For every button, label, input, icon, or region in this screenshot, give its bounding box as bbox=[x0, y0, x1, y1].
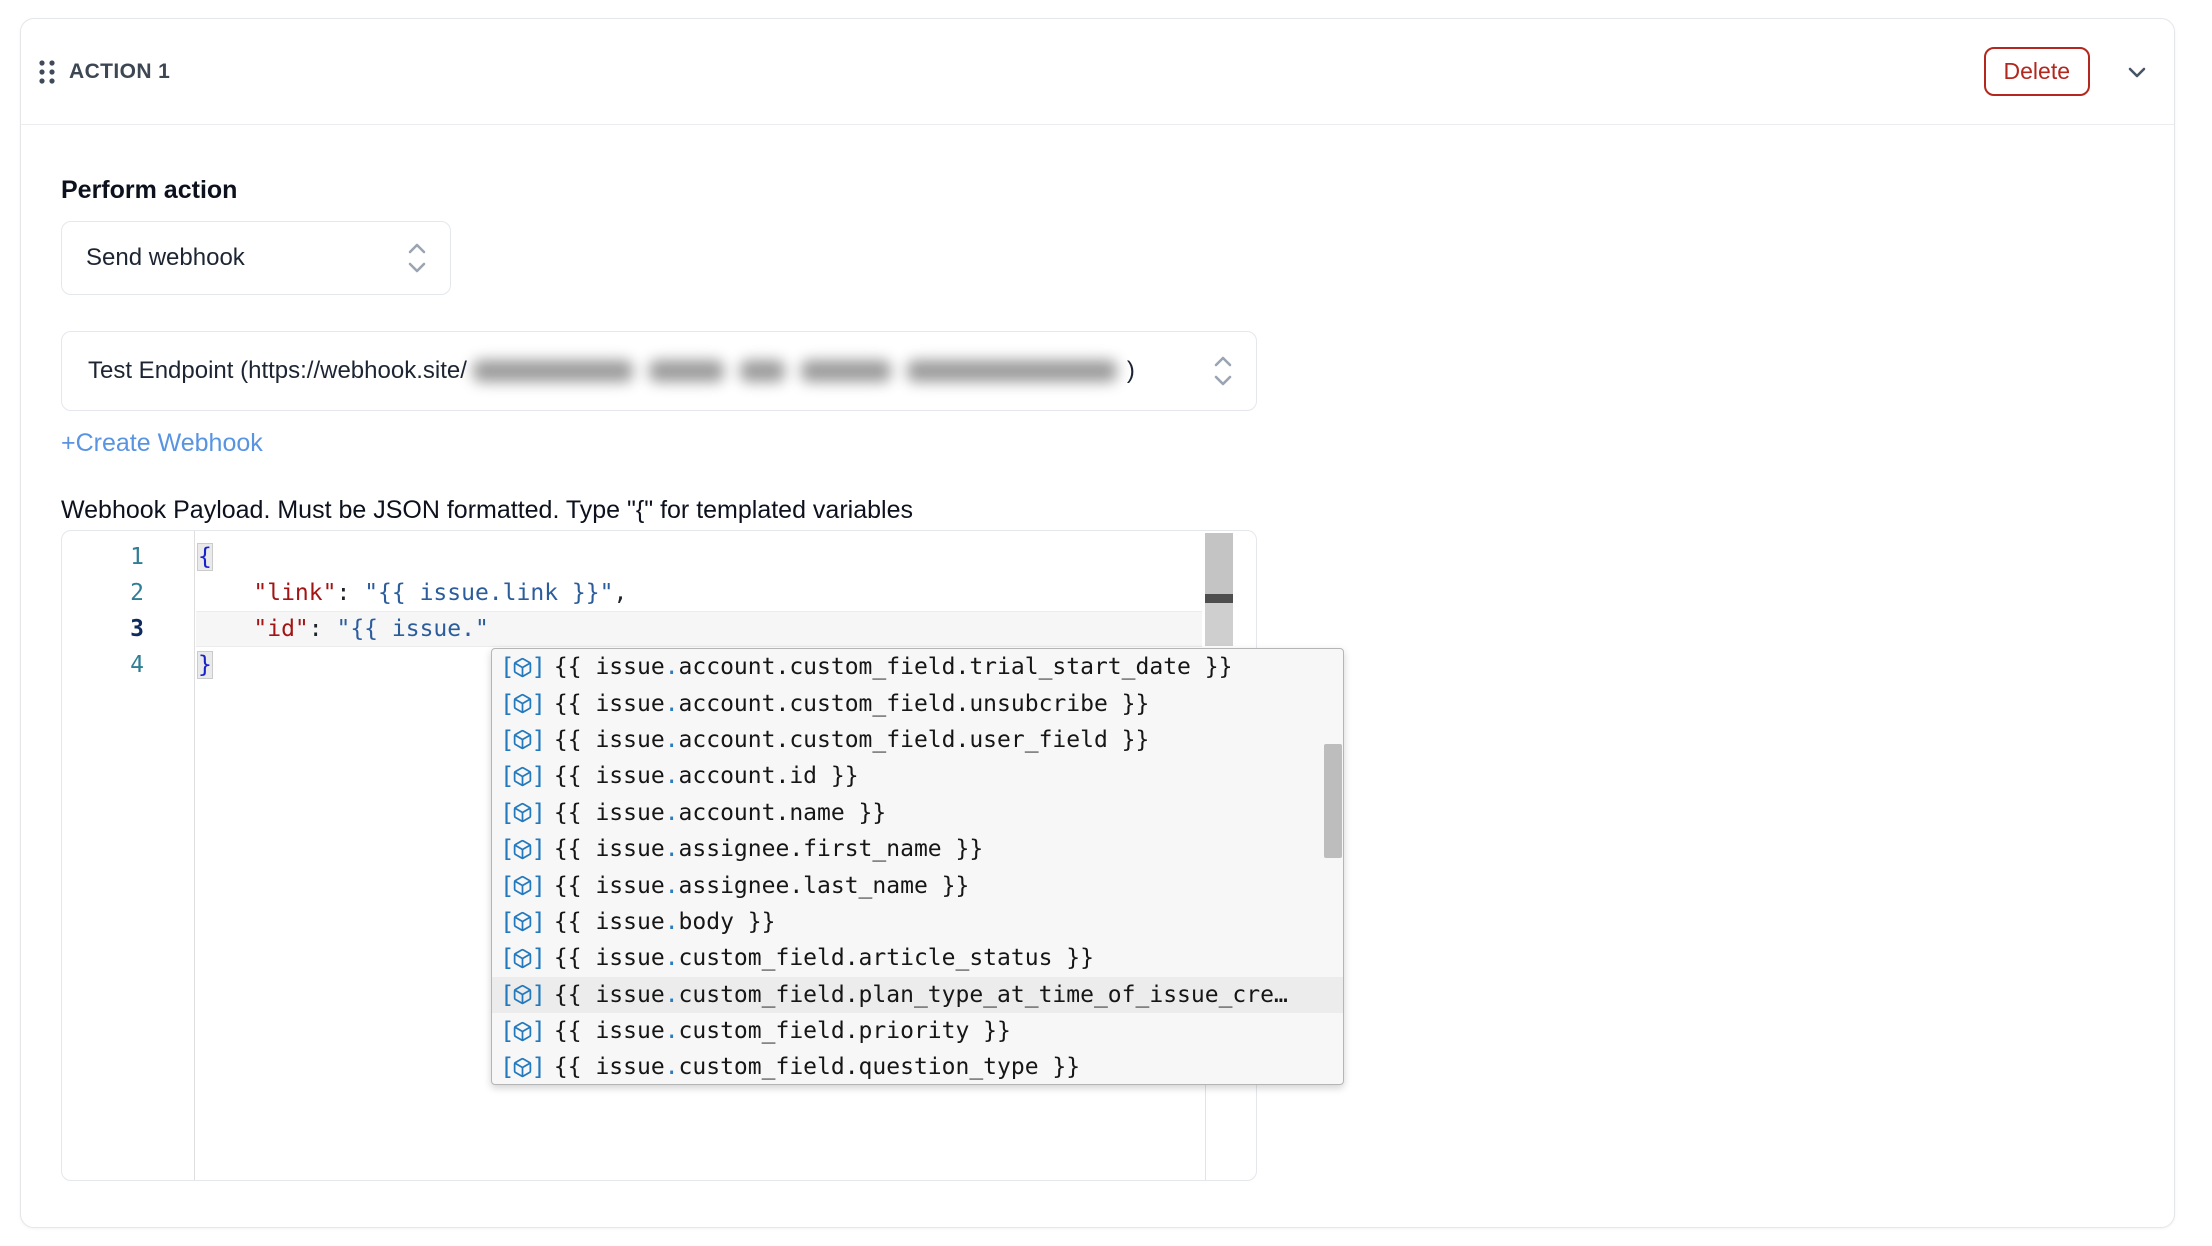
redacted-url-blur bbox=[472, 360, 1117, 382]
variable-cube-icon: [] bbox=[500, 1053, 546, 1082]
variable-cube-icon: [] bbox=[500, 944, 546, 973]
variable-cube-icon: [] bbox=[500, 871, 546, 900]
variable-cube-icon: [] bbox=[500, 689, 546, 718]
active-line-highlight bbox=[196, 611, 1202, 647]
autocomplete-item-label: {{ issue.account.name }} bbox=[553, 799, 887, 826]
editor-scrollbar[interactable] bbox=[1205, 533, 1233, 646]
variable-cube-icon: [] bbox=[500, 762, 546, 791]
code-line-2: "link": "{{ issue.link }}", bbox=[253, 580, 628, 606]
variable-cube-icon: [] bbox=[500, 980, 546, 1009]
autocomplete-item[interactable]: [] {{ issue.body }} bbox=[492, 904, 1343, 940]
code-line-4: } bbox=[198, 652, 212, 678]
autocomplete-item-label: {{ issue.custom_field.question_type }} bbox=[553, 1054, 1081, 1081]
perform-action-label: Perform action bbox=[61, 176, 238, 204]
autocomplete-item[interactable]: [] {{ issue.account.custom_field.user_fi… bbox=[492, 722, 1343, 758]
line-number: 4 bbox=[130, 652, 144, 678]
line-number: 1 bbox=[130, 544, 144, 570]
autocomplete-item[interactable]: [] {{ issue.custom_field.plan_type_at_ti… bbox=[492, 976, 1343, 1013]
code-line-3: "id": "{{ issue." bbox=[253, 616, 489, 642]
autocomplete-item[interactable]: [] {{ issue.assignee.first_name }} bbox=[492, 831, 1343, 867]
editor-scrollbar-track-line bbox=[1205, 1083, 1206, 1180]
action-type-select[interactable]: Send webhook bbox=[61, 221, 451, 295]
autocomplete-item-label: {{ issue.assignee.first_name }} bbox=[553, 836, 984, 863]
autocomplete-item[interactable]: [] {{ issue.custom_field.question_type }… bbox=[492, 1049, 1343, 1084]
autocomplete-item[interactable]: [] {{ issue.custom_field.priority }} bbox=[492, 1013, 1343, 1049]
autocomplete-item-label: {{ issue.account.custom_field.unsubcribe… bbox=[553, 690, 1150, 717]
autocomplete-item-label: {{ issue.custom_field.article_status }} bbox=[553, 945, 1094, 972]
code-line-1: { bbox=[198, 544, 212, 570]
chevron-down-icon[interactable] bbox=[2122, 57, 2152, 87]
autocomplete-item-label: {{ issue.assignee.last_name }} bbox=[553, 872, 970, 899]
create-webhook-link[interactable]: +Create Webhook bbox=[61, 429, 263, 457]
autocomplete-item-label: {{ issue.custom_field.plan_type_at_time_… bbox=[553, 981, 1288, 1008]
action-card: ACTION 1 Delete Perform action Send webh… bbox=[20, 18, 2175, 1228]
autocomplete-item[interactable]: [] {{ issue.account.name }} bbox=[492, 795, 1343, 831]
drag-handle-icon[interactable] bbox=[35, 58, 59, 86]
editor-code-area[interactable]: { "link": "{{ issue.link }}", "id": "{{ … bbox=[196, 531, 1200, 1180]
variable-cube-icon: [] bbox=[500, 1017, 546, 1046]
webhook-endpoint-prefix: Test Endpoint (https://webhook.site/ bbox=[88, 357, 467, 384]
variable-autocomplete-dropdown: [] {{ issue.account.custom_field.trial_s… bbox=[491, 648, 1344, 1085]
select-chevrons-icon bbox=[1212, 351, 1234, 391]
webhook-endpoint-suffix: ) bbox=[1126, 357, 1135, 384]
autocomplete-item[interactable]: [] {{ issue.account.custom_field.trial_s… bbox=[492, 649, 1343, 685]
delete-button[interactable]: Delete bbox=[1983, 47, 2090, 96]
autocomplete-item[interactable]: [] {{ issue.account.id }} bbox=[492, 758, 1343, 794]
variable-cube-icon: [] bbox=[500, 798, 546, 827]
select-chevrons-icon bbox=[406, 238, 428, 278]
autocomplete-item-label: {{ issue.account.custom_field.user_field… bbox=[553, 726, 1150, 753]
line-number: 2 bbox=[130, 580, 144, 606]
autocomplete-scrollbar-thumb[interactable] bbox=[1324, 744, 1342, 858]
autocomplete-item-label: {{ issue.account.id }} bbox=[553, 763, 859, 790]
action-title: ACTION 1 bbox=[69, 59, 171, 83]
action-card-header: ACTION 1 Delete bbox=[21, 19, 2174, 125]
variable-cube-icon: [] bbox=[500, 653, 546, 682]
autocomplete-item-label: {{ issue.body }} bbox=[553, 908, 776, 935]
variable-cube-icon: [] bbox=[500, 835, 546, 864]
editor-gutter: 1 2 3 4 bbox=[62, 531, 195, 1180]
variable-cube-icon: [] bbox=[500, 725, 546, 754]
variable-cube-icon: [] bbox=[500, 907, 546, 936]
webhook-endpoint-select[interactable]: Test Endpoint (https://webhook.site/ ) bbox=[61, 331, 1257, 411]
autocomplete-item-label: {{ issue.custom_field.priority }} bbox=[553, 1018, 1011, 1045]
payload-label: Webhook Payload. Must be JSON formatted.… bbox=[61, 496, 913, 524]
action-type-value: Send webhook bbox=[86, 244, 245, 271]
autocomplete-item[interactable]: [] {{ issue.custom_field.article_status … bbox=[492, 940, 1343, 976]
line-number-active: 3 bbox=[130, 616, 144, 642]
autocomplete-item[interactable]: [] {{ issue.assignee.last_name }} bbox=[492, 867, 1343, 903]
autocomplete-item-label: {{ issue.account.custom_field.trial_star… bbox=[553, 654, 1233, 681]
autocomplete-item[interactable]: [] {{ issue.account.custom_field.unsubcr… bbox=[492, 685, 1343, 721]
